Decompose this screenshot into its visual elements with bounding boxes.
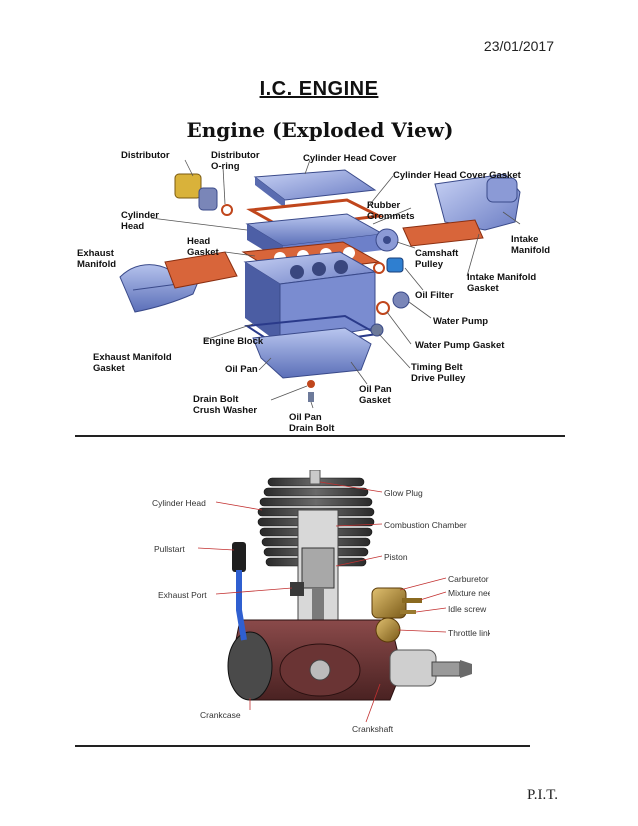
label-throttle-linkage: Throttle linkage [448, 628, 490, 638]
label-oil-pan-gasket: Oil Pan Gasket [359, 384, 392, 406]
label-crankshaft: Crankshaft [352, 724, 394, 734]
label-exhaust-manifold-gasket: Exhaust Manifold Gasket [93, 352, 172, 374]
label-idle-screw: Idle screw [448, 604, 487, 614]
footer-text: P.I.T. [527, 787, 558, 803]
engine-cutaway-illustration [197, 470, 472, 723]
label-camshaft-pulley: Camshaft Pulley [415, 248, 459, 270]
label-water-pump-gasket: Water Pump Gasket [415, 340, 505, 351]
page-title: I.C. ENGINE [259, 78, 379, 100]
label-crankcase: Crankcase [200, 710, 241, 720]
label-carburetor: Carburetor [448, 574, 489, 584]
label-glow-plug: Glow Plug [384, 488, 423, 498]
label-timing-belt-drive-pulley: Timing Belt Drive Pulley [411, 362, 466, 384]
label-exhaust-port: Exhaust Port [158, 590, 207, 600]
label-distributor: Distributor [121, 150, 170, 161]
label-distributor-oring: Distributor O-ring [211, 150, 260, 172]
label-piston: Piston [384, 552, 408, 562]
label-head-gasket: Head Gasket [187, 236, 219, 258]
label-intake-manifold: Intake Manifold [511, 234, 551, 256]
label-drain-bolt-crush-washer: Drain Bolt Crush Washer [193, 394, 258, 416]
exploded-view-title: Engine (Exploded View) [186, 118, 454, 142]
label-cylinder-head-2: Cylinder Head [152, 498, 206, 508]
exploded-view-figure: Engine (Exploded View) Distributor Distr… [75, 112, 565, 434]
engine-cutaway-figure: Cylinder Head Glow Plug Combustion Chamb… [140, 470, 490, 742]
label-oil-filter: Oil Filter [415, 290, 454, 301]
label-cylinder-head-cover: Cylinder Head Cover [303, 153, 397, 164]
label-oil-pan-drain-bolt: Oil Pan Drain Bolt [289, 412, 335, 434]
divider-rule-2 [75, 745, 530, 747]
label-rubber-grommets: Rubber Grommets [367, 200, 415, 222]
document-date: 23/01/2017 [483, 38, 554, 54]
label-mixture-needle: Mixture needle [448, 588, 490, 598]
label-combustion-chamber: Combustion Chamber [384, 520, 467, 530]
label-engine-block: Engine Block [203, 336, 264, 347]
label-cylinder-head-cover-gasket: Cylinder Head Cover Gasket [393, 170, 521, 181]
divider-rule-1 [75, 435, 565, 437]
label-intake-manifold-gasket: Intake Manifold Gasket [467, 272, 537, 294]
label-oil-pan: Oil Pan [225, 364, 258, 375]
label-exhaust-manifold: Exhaust Manifold [77, 248, 117, 270]
label-water-pump: Water Pump [433, 316, 489, 327]
exploded-view-illustration [119, 159, 521, 409]
label-pullstart: Pullstart [154, 544, 185, 554]
label-cylinder-head: Cylinder Head [121, 210, 160, 232]
